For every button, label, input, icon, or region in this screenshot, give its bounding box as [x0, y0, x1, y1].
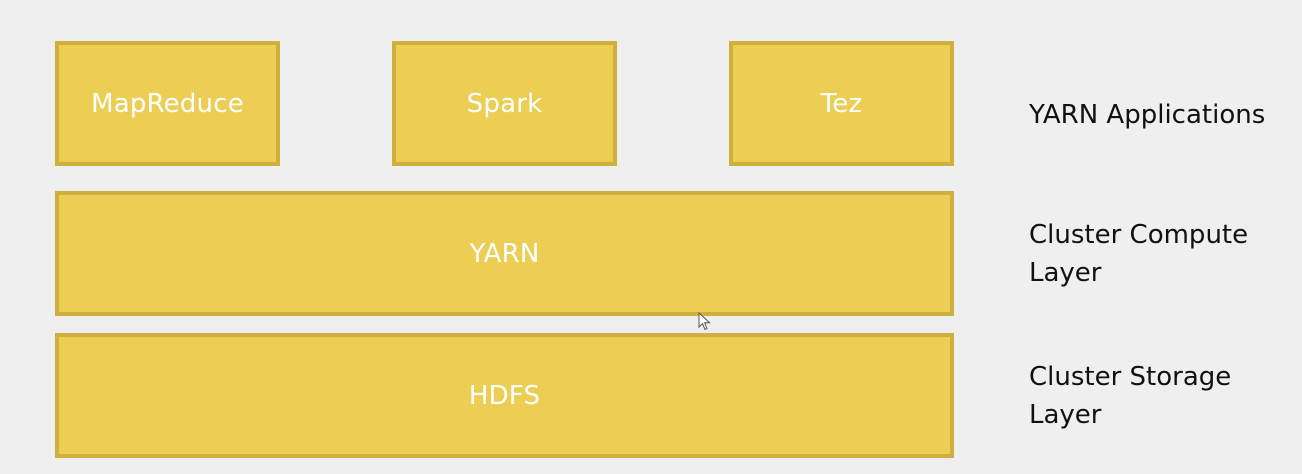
mapreduce-label: MapReduce — [91, 88, 244, 119]
tez-label: Tez — [820, 88, 863, 119]
hdfs-label: HDFS — [468, 380, 541, 411]
mapreduce-box: MapReduce — [55, 41, 280, 166]
hdfs-box: HDFS — [55, 333, 954, 458]
cluster-storage-line1: Cluster Storage — [1029, 362, 1232, 392]
cluster-compute-line1: Cluster Compute — [1029, 220, 1249, 250]
yarn-applications-label: YARN Applications — [1029, 96, 1294, 134]
cluster-compute-layer-label: Cluster Compute Layer — [1029, 216, 1294, 292]
yarn-applications-text: YARN Applications — [1029, 100, 1266, 130]
tez-box: Tez — [729, 41, 954, 166]
cluster-storage-layer-label: Cluster Storage Layer — [1029, 358, 1294, 434]
yarn-box: YARN — [55, 191, 954, 316]
cluster-compute-line2: Layer — [1029, 258, 1102, 288]
spark-box: Spark — [392, 41, 617, 166]
mouse-pointer-icon — [698, 312, 711, 331]
cluster-storage-line2: Layer — [1029, 400, 1102, 430]
spark-label: Spark — [466, 88, 543, 119]
yarn-label: YARN — [469, 238, 540, 269]
